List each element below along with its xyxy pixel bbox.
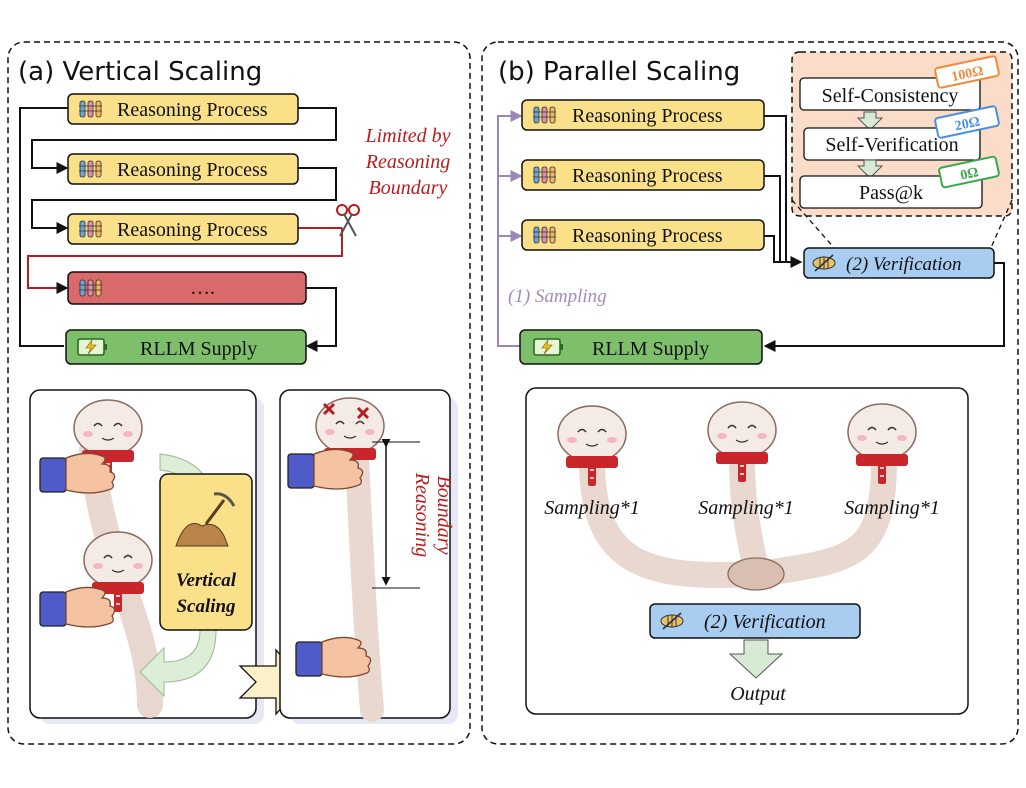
- process-box-a2: [67, 153, 299, 185]
- hand-icon: [39, 586, 116, 628]
- process-label-b2: Reasoning Process: [572, 165, 723, 187]
- callout-pointer-right: [989, 199, 1013, 251]
- bottom-verification-label: (2) Verification: [704, 611, 826, 633]
- panel-a-title: (a) Vertical Scaling: [18, 57, 262, 87]
- bottom-verification-box: [649, 603, 861, 639]
- process-label-a3: Reasoning Process: [117, 219, 268, 241]
- truncated-process-box: [67, 271, 307, 305]
- hand-icon: [39, 452, 116, 494]
- method-label-pass-at-k: Pass@k: [859, 182, 923, 204]
- method-box-pass-at-k: [799, 175, 983, 209]
- tag-self-consistency: [934, 55, 1000, 89]
- process-label-b1: Reasoning Process: [572, 105, 723, 127]
- resistor-icon: [78, 279, 103, 297]
- cut-line-red: [27, 228, 343, 294]
- snake-body-left: [579, 447, 763, 588]
- flow-to-supply: [298, 287, 337, 352]
- method-arrow-2: [856, 159, 884, 179]
- process-box-a1: [67, 93, 299, 125]
- snake-knot: [727, 557, 785, 591]
- loop-return-line: [19, 107, 68, 347]
- battery-icon: [533, 338, 564, 356]
- panel-b-frame: [481, 41, 1019, 745]
- boundary-label-group: Reasoning Boundary: [411, 472, 455, 557]
- boundary-label-line1: Reasoning: [411, 472, 433, 557]
- snake-body-right: [747, 447, 897, 587]
- badge-line1: Vertical: [176, 570, 237, 591]
- tag-self-verification: [934, 105, 1000, 139]
- resistor-icon: [78, 100, 103, 118]
- process-label-a2: Reasoning Process: [117, 159, 268, 181]
- badge-line2: Scaling: [176, 596, 235, 617]
- sampling-label: (1) Sampling: [508, 286, 607, 307]
- supply-box-a: [65, 329, 307, 365]
- sampling-line-main: [497, 110, 523, 347]
- limit-note-line2: Reasoning: [365, 151, 450, 173]
- resistor-icon: [532, 106, 557, 124]
- verify-to-supply: [763, 262, 1005, 352]
- process-label-b3: Reasoning Process: [572, 225, 723, 247]
- sampling-tag-1: Sampling*1: [544, 497, 640, 519]
- callout-pointer-left: [791, 199, 837, 251]
- limit-note-line1: Limited by: [365, 125, 451, 147]
- method-box-self-consistency: [799, 77, 981, 111]
- method-label-self-consistency: Self-Consistency: [822, 85, 959, 107]
- panel-a-frame: [7, 41, 471, 745]
- hand-icon: [295, 636, 372, 678]
- resistor-icon: [78, 220, 103, 238]
- panel-b-title: (b) Parallel Scaling: [498, 57, 740, 87]
- supply-label-b: RLLM Supply: [592, 338, 709, 360]
- curved-arrow-bottom: [139, 629, 217, 698]
- flow-line-2: [31, 167, 337, 234]
- resistor-icon: [532, 226, 557, 244]
- sampling-tag-2: Sampling*1: [698, 497, 794, 519]
- boundary-label-line2: Boundary: [433, 476, 455, 555]
- pickaxe-icon: [175, 492, 236, 547]
- verification-label: (2) Verification: [846, 254, 962, 275]
- verify-line-3: [764, 235, 803, 268]
- tag-label-self-consistency: 100Ω: [950, 64, 985, 85]
- method-arrow-1: [856, 111, 884, 131]
- supply-box-b: [519, 329, 763, 365]
- vertical-scaling-badge: [159, 473, 253, 631]
- tag-label-self-verification: 20Ω: [954, 114, 982, 134]
- truncated-label: ….: [190, 277, 215, 299]
- method-box-self-verification: [803, 127, 981, 161]
- hand-icon: [287, 448, 364, 490]
- output-label: Output: [730, 683, 786, 705]
- resistor-icon: [78, 160, 103, 178]
- flow-line-1: [31, 107, 337, 174]
- supply-label-a: RLLM Supply: [140, 338, 257, 360]
- battery-icon: [77, 338, 108, 356]
- output-arrow: [728, 639, 784, 679]
- limit-note-line3: Boundary: [369, 177, 448, 199]
- process-label-a1: Reasoning Process: [117, 99, 268, 121]
- method-label-self-verification: Self-Verification: [825, 134, 958, 156]
- dizzy-marks: [322, 402, 370, 420]
- verify-line-2: [764, 175, 781, 262]
- sampling-tag-3: Sampling*1: [844, 497, 940, 519]
- tag-label-pass-at-k: 0Ω: [959, 165, 980, 183]
- scissors-icon: [336, 204, 360, 237]
- resistor-icon: [532, 166, 557, 184]
- tag-pass-at-k: [938, 155, 1000, 189]
- process-box-a3: [67, 213, 299, 245]
